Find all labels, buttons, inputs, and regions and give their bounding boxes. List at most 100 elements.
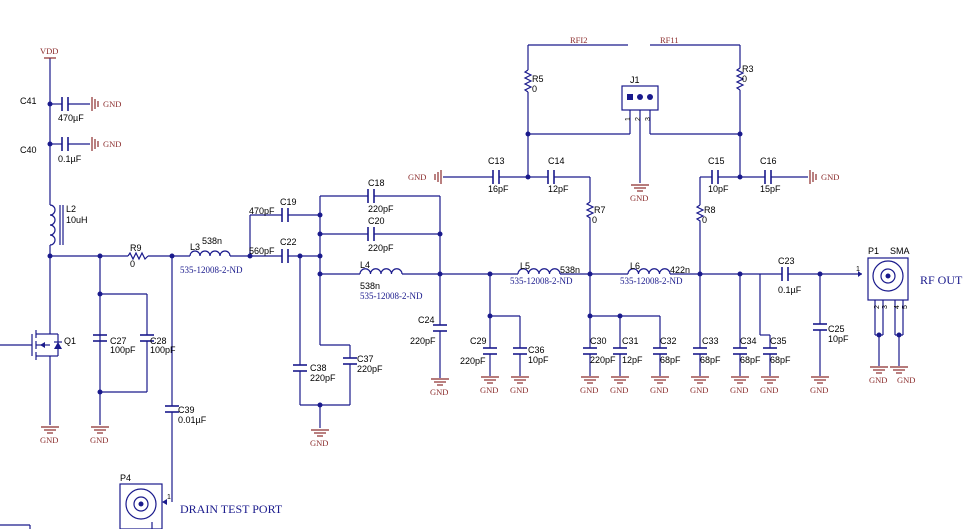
capacitor-C15 [711,170,719,184]
C20-ref: C20 [368,216,385,226]
C40-value: 0.1µF [58,154,82,164]
L3-value: 538n [202,236,222,246]
svg-text:GND: GND [480,385,498,395]
L2-value: 10uH [66,215,88,225]
capacitor-C20 [367,227,375,241]
capacitor-C32 [653,347,667,355]
L6-value: 422n [670,265,690,275]
ground-icon: GND [510,376,530,395]
connector-P4: P4 1 [0,473,171,529]
resistor-R9 [127,251,149,261]
L2-ref: L2 [66,204,76,214]
P1-pin-2: 2 [874,305,881,309]
resistor-R8 [695,204,705,225]
svg-text:GND: GND [103,99,121,109]
C31-value: 12pF [622,355,643,365]
svg-text:GND: GND [730,385,748,395]
capacitor-C16 [764,170,772,184]
ground-label: GND [408,172,426,182]
J1-pin-3: 3 [645,117,652,121]
P1-ref: P1 [868,246,879,256]
svg-text:GND: GND [580,385,598,395]
L6-pn: 535-12008-2-ND [620,276,683,286]
C41-value: 470µF [58,113,84,123]
capacitor-C23 [781,267,789,281]
C37-ref: C37 [357,354,374,364]
C27-value: 100pF [110,345,136,355]
C20-value: 220pF [368,243,394,253]
svg-text:GND: GND [103,139,121,149]
part-labels: C41 470µF C40 0.1µF L2 10uH R9 0 L3 538n… [20,64,849,425]
R7-ref: R7 [594,205,606,215]
vdd-net: VDD [40,46,58,59]
ground-icon: GND [580,376,600,395]
ground-icon: GND [610,376,630,395]
capacitor-C36 [513,347,527,355]
C23-ref: C23 [778,256,795,266]
C35-ref: C35 [770,336,787,346]
capacitor-C29 [483,347,497,355]
net-rfi2: RFI2 [570,35,587,45]
svg-text:GND: GND [869,375,887,385]
R9-value: 0 [130,259,135,269]
ground-icon [434,169,442,185]
rf-out-port-label: RF OUT [920,273,963,287]
connector-J1: J1 1 2 3 [621,75,659,121]
inductor-L4 [359,268,403,275]
L4-value: 538n [360,281,380,291]
C18-value: 220pF [368,204,394,214]
C38-ref: C38 [310,363,327,373]
resistor-R3 [735,67,745,91]
C39-ref: C39 [178,405,195,415]
capacitor-C28 [140,334,154,342]
svg-text:GND: GND [630,193,648,203]
R5-value: 0 [532,84,537,94]
C38-value: 220pF [310,373,336,383]
svg-text:GND: GND [430,387,448,397]
svg-text:GND: GND [650,385,668,395]
inductor-L3 [189,250,231,257]
capacitor-C35 [763,347,777,355]
C28-value: 100pF [150,345,176,355]
ground-icon: GND [810,376,830,395]
L5-ref: L5 [520,261,530,271]
svg-text:GND: GND [810,385,828,395]
capacitor-C25 [813,323,827,331]
C25-value: 10pF [828,334,849,344]
connector-P1: 1 P1 SMA 2 3 4 5 [856,246,910,309]
ground-icon: GND [90,426,110,445]
svg-text:GND: GND [821,172,839,182]
P1-pin-5: 5 [902,305,909,309]
L3-ref: L3 [190,242,200,252]
C15-ref: C15 [708,156,725,166]
L5-pn: 535-12008-2-ND [510,276,573,286]
capacitor-C41 [61,97,69,111]
R8-ref: R8 [704,205,716,215]
Q1-ref: Q1 [64,336,76,346]
capacitor-C22 [281,249,289,263]
capacitor-C40 [61,137,69,151]
R3-ref: R3 [742,64,754,74]
vdd-label: VDD [40,46,58,56]
mosfet-Q1 [31,318,62,362]
L4-ref: L4 [360,260,370,270]
C36-value: 10pF [528,355,549,365]
R8-value: 0 [702,215,707,225]
ground-icon: GND [91,96,121,112]
P1-pin-4: 4 [894,305,901,309]
C15-value: 10pF [708,184,729,194]
ground-icon: GND [809,169,839,185]
ground-icon: GND [430,378,450,397]
P1-pin-1: 1 [856,266,860,273]
ground-icon: GND [760,376,780,395]
junction-dots [47,101,902,408]
capacitor-C34 [733,347,747,355]
L4-pn: 535-12008-2-ND [360,291,423,301]
L5-value: 538n [560,265,580,275]
ground-icon: GND [310,429,330,448]
net-rf11: RF11 [660,35,679,45]
wires [0,44,904,502]
capacitor-C33 [693,347,707,355]
svg-text:GND: GND [40,435,58,445]
C41-ref: C41 [20,96,37,106]
